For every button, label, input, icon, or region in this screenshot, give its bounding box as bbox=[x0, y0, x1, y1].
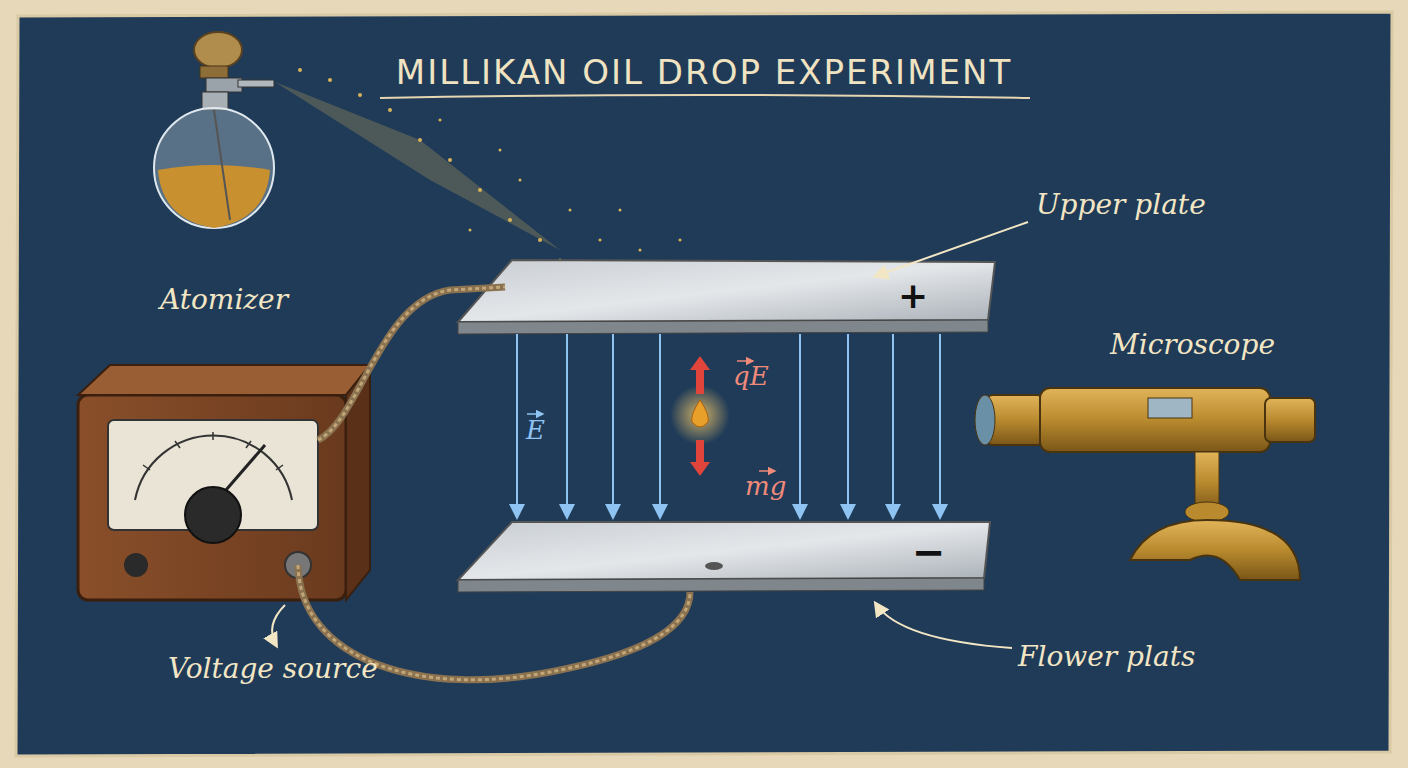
polarity-sign: − bbox=[912, 530, 946, 574]
force-label: mg bbox=[745, 472, 786, 501]
part-label: Flower plats bbox=[1018, 642, 1195, 673]
force-label: qE bbox=[733, 362, 769, 391]
polarity-sign: + bbox=[898, 276, 928, 316]
diagram-title: MILLIKAN OIL DROP EXPERIMENT bbox=[0, 52, 1408, 92]
part-label: Voltage source bbox=[168, 654, 378, 685]
part-label: Microscope bbox=[1110, 330, 1275, 361]
part-label: Atomizer bbox=[160, 285, 288, 316]
field-symbol: E bbox=[526, 416, 545, 445]
part-label: Upper plate bbox=[1036, 190, 1206, 221]
